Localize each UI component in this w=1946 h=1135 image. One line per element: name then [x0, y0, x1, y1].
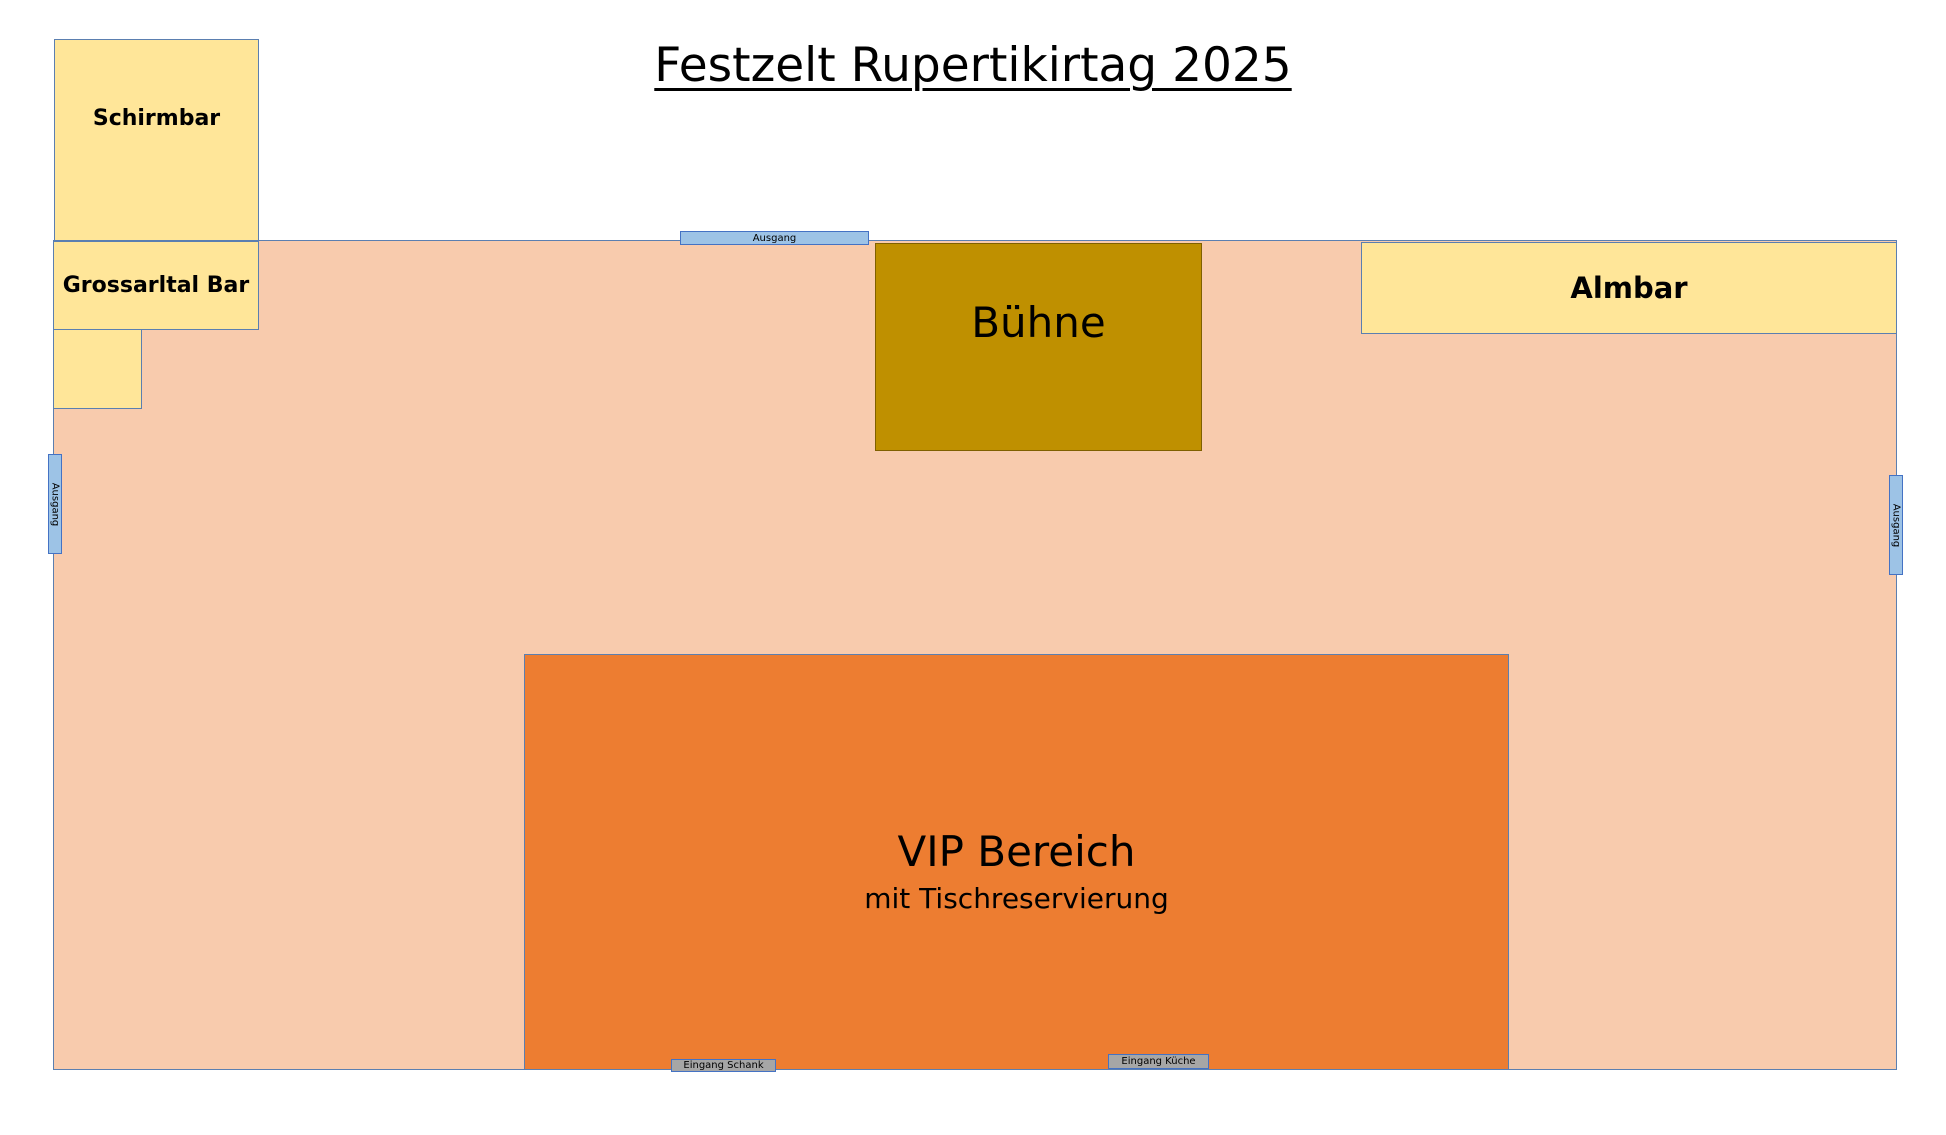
vip-title: VIP Bereich	[897, 827, 1136, 876]
entrance-kueche: Eingang Küche	[1108, 1054, 1209, 1069]
grossarltal-bar-label: Grossarltal Bar	[62, 273, 250, 298]
stage-zone: Bühne	[875, 243, 1202, 451]
almbar-label: Almbar	[1570, 271, 1688, 305]
schirmbar-zone: Schirmbar	[54, 39, 259, 241]
exit-right: Ausgang	[1889, 475, 1903, 575]
exit-left: Ausgang	[48, 454, 62, 554]
exit-left-label: Ausgang	[49, 482, 61, 526]
exit-top: Ausgang	[680, 231, 869, 245]
entrance-kueche-label: Eingang Küche	[1121, 1056, 1196, 1067]
page-title: Festzelt Rupertikirtag 2025	[654, 38, 1292, 93]
stage-label: Bühne	[971, 298, 1106, 347]
exit-top-label: Ausgang	[752, 232, 797, 244]
entrance-schank: Eingang Schank	[671, 1059, 776, 1072]
grossarltal-bar-zone: Grossarltal Bar	[53, 241, 259, 330]
schirmbar-label: Schirmbar	[92, 106, 221, 131]
vip-subtitle: mit Tischreservierung	[864, 882, 1169, 915]
almbar-zone: Almbar	[1361, 242, 1897, 334]
exit-right-label: Ausgang	[1890, 503, 1902, 547]
grossarltal-bar-extension	[53, 329, 142, 409]
entrance-schank-label: Eingang Schank	[683, 1060, 764, 1071]
vip-zone: VIP Bereich mit Tischreservierung	[524, 654, 1509, 1070]
